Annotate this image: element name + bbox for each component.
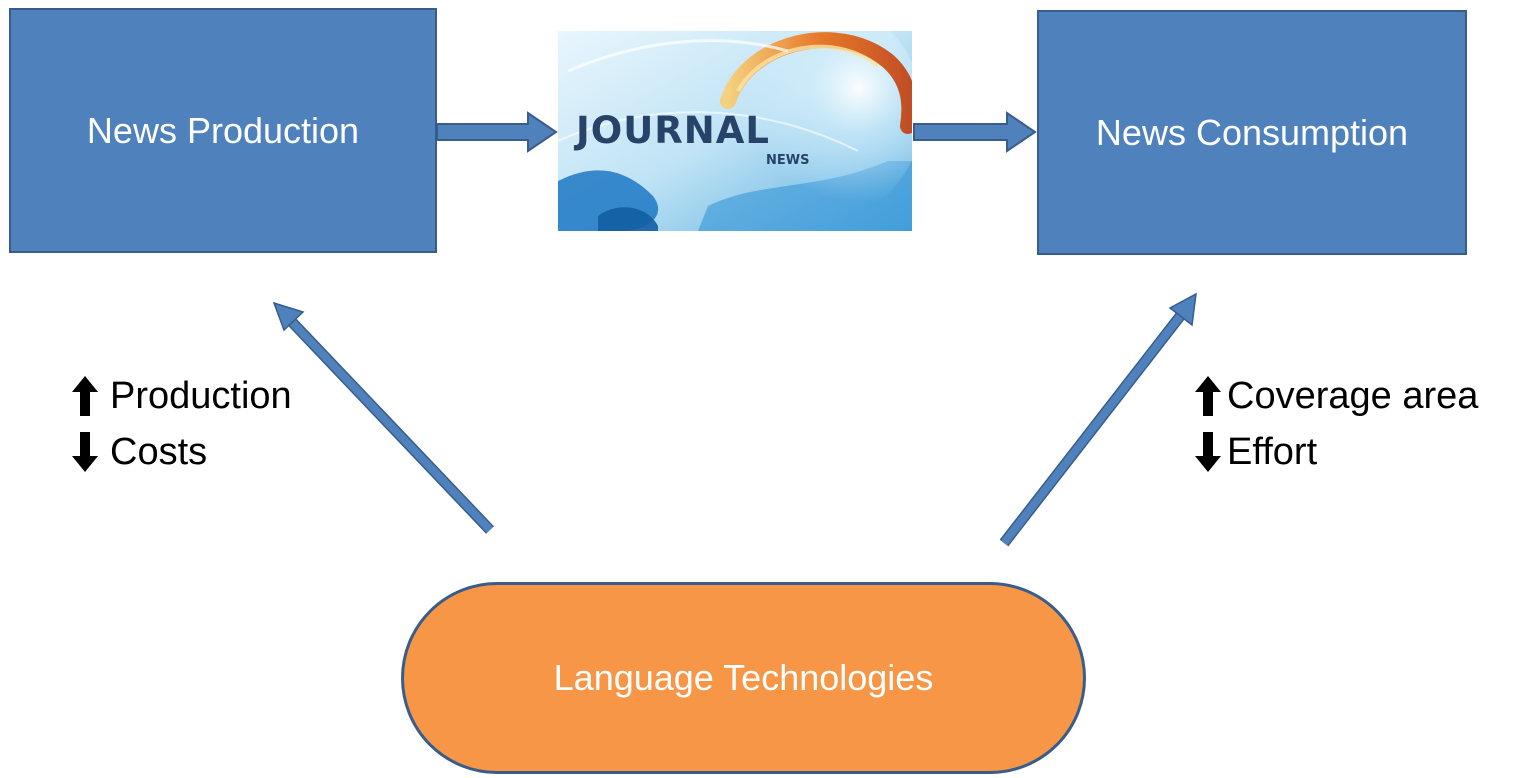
language-technologies-node: Language Technologies: [401, 582, 1086, 774]
arrow-down-icon: [1195, 432, 1221, 472]
effect-row-down: Costs: [72, 424, 292, 480]
effect-row-up: Production: [72, 368, 292, 424]
effect-effort-label: Effort: [1227, 431, 1318, 473]
arrow-production-to-image: [436, 111, 558, 153]
globe-graphic: [558, 31, 912, 231]
news-production-label: News Production: [86, 109, 360, 151]
effect-row-down: Effort: [1195, 424, 1478, 480]
language-technologies-label: Language Technologies: [553, 657, 934, 698]
effect-coverage-label: Coverage area: [1227, 375, 1479, 417]
arrow-tech-to-consumption: [999, 292, 1197, 547]
production-effects: Production Costs: [72, 368, 292, 480]
arrow-tech-to-production: [272, 301, 494, 534]
effect-row-up: Coverage area: [1195, 368, 1478, 424]
journal-news-image: JOURNAL NEWS: [558, 31, 912, 231]
arrow-image-to-consumption: [913, 111, 1037, 153]
journal-logo-text: JOURNAL: [576, 109, 770, 152]
arrow-up-icon: [72, 376, 98, 416]
news-production-box: News Production: [9, 8, 437, 253]
effect-costs-label: Costs: [110, 431, 208, 473]
consumption-effects: Coverage area Effort: [1195, 368, 1478, 480]
news-logo-subtext: NEWS: [766, 153, 810, 168]
effect-production-label: Production: [110, 375, 292, 417]
news-consumption-box: News Consumption: [1037, 10, 1467, 255]
news-consumption-label: News Consumption: [1095, 111, 1409, 153]
arrow-down-icon: [72, 432, 98, 472]
arrow-up-icon: [1195, 376, 1221, 416]
